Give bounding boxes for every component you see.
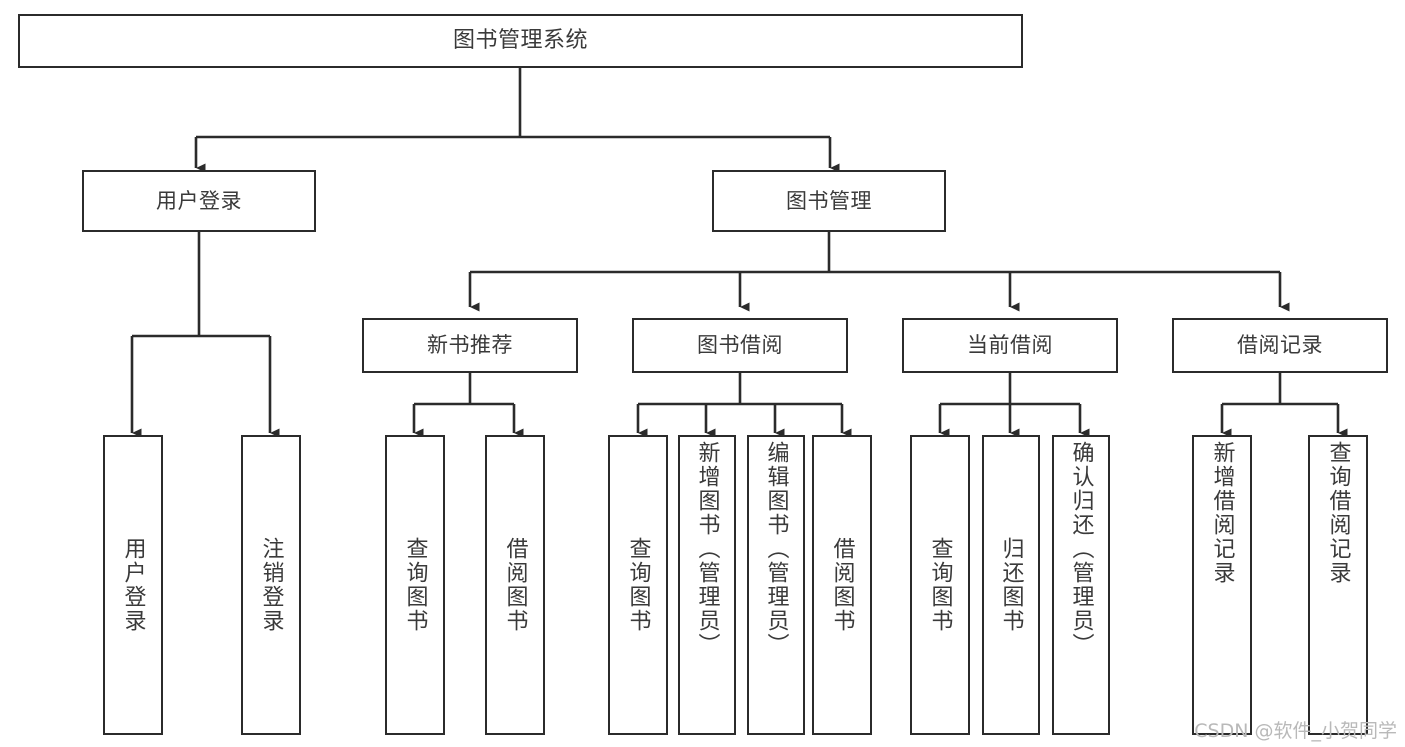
leaf-edit-book-admin[interactable]: 编辑图书（管理员） [747,435,805,735]
node-current-borrow[interactable]: 当前借阅 [902,318,1118,373]
node-label: 确认归还（管理员） [1068,441,1094,657]
node-label: 图书借阅 [697,333,783,358]
leaf-confirm-return-admin[interactable]: 确认归还（管理员） [1052,435,1110,735]
leaf-return-book[interactable]: 归还图书 [982,435,1040,735]
leaf-borrow-book-recommend[interactable]: 借阅图书 [485,435,545,735]
leaf-logout[interactable]: 注销登录 [241,435,301,735]
node-label: 归还图书 [998,537,1024,633]
node-label: 查询图书 [625,537,651,633]
node-label: 查询图书 [402,537,428,633]
leaf-query-book-recommend[interactable]: 查询图书 [385,435,445,735]
node-root-system[interactable]: 图书管理系统 [18,14,1023,68]
leaf-add-borrow-record[interactable]: 新增借阅记录 [1192,435,1252,735]
node-label: 查询图书 [927,537,953,633]
node-label: 借阅记录 [1237,333,1323,358]
node-label: 借阅图书 [829,537,855,633]
node-label: 注销登录 [258,537,284,633]
node-label: 编辑图书（管理员） [763,441,789,657]
node-label: 用户登录 [156,188,242,213]
node-label: 当前借阅 [967,333,1053,358]
node-label: 借阅图书 [502,537,528,633]
leaf-query-book-current[interactable]: 查询图书 [910,435,970,735]
node-label: 图书管理系统 [452,28,588,54]
node-borrow-record[interactable]: 借阅记录 [1172,318,1388,373]
leaf-borrow-book[interactable]: 借阅图书 [812,435,872,735]
node-user-login[interactable]: 用户登录 [82,170,316,232]
node-label: 图书管理 [786,188,872,213]
node-label: 新书推荐 [427,333,513,358]
leaf-query-book-borrow[interactable]: 查询图书 [608,435,668,735]
leaf-add-book-admin[interactable]: 新增图书（管理员） [678,435,736,735]
leaf-user-login[interactable]: 用户登录 [103,435,163,735]
node-book-borrow[interactable]: 图书借阅 [632,318,848,373]
node-label: 新增借阅记录 [1209,441,1235,585]
node-book-management[interactable]: 图书管理 [712,170,946,232]
node-new-book-recommend[interactable]: 新书推荐 [362,318,578,373]
leaf-query-borrow-record[interactable]: 查询借阅记录 [1308,435,1368,735]
node-label: 查询借阅记录 [1325,441,1351,585]
node-label: 新增图书（管理员） [694,441,720,657]
node-label: 用户登录 [120,537,146,633]
watermark: CSDN @软件_小贺同学 [1194,720,1397,742]
